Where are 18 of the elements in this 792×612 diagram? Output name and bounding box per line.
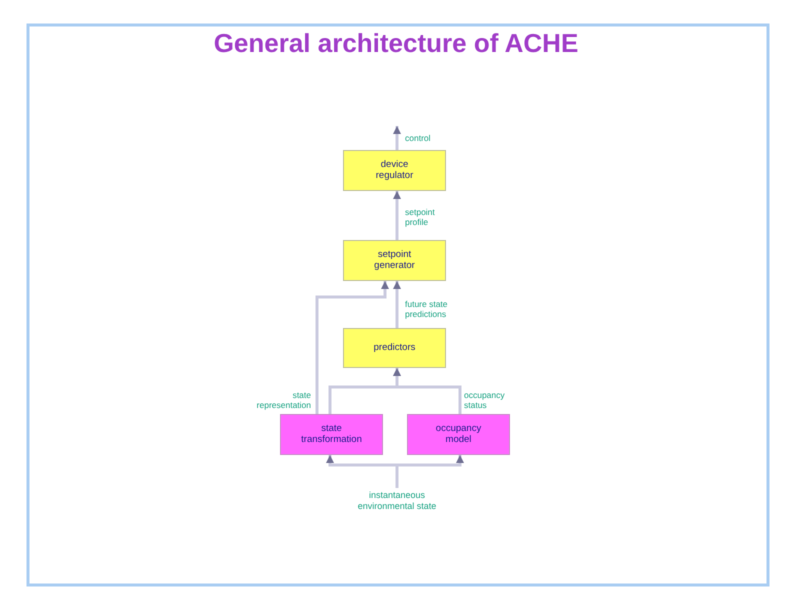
arrow bbox=[393, 126, 401, 150]
process-box bbox=[343, 328, 446, 368]
process-box bbox=[407, 414, 510, 455]
box-label: setpoint generator bbox=[374, 250, 415, 272]
box-label: state transformation bbox=[301, 424, 362, 446]
arrow bbox=[393, 368, 462, 414]
box-label: predictors bbox=[374, 342, 416, 354]
input-label: instantaneous environmental state bbox=[345, 488, 449, 514]
title: General architecture of ACHE bbox=[214, 28, 578, 59]
arrow bbox=[393, 281, 401, 328]
box-label: occupancy model bbox=[436, 424, 482, 446]
arrow bbox=[393, 191, 401, 240]
process-box bbox=[343, 150, 446, 191]
box-label: device regulator bbox=[376, 160, 414, 182]
arrow bbox=[316, 281, 389, 414]
process-box bbox=[280, 414, 383, 455]
process-box bbox=[343, 240, 446, 281]
arrow bbox=[396, 455, 464, 488]
